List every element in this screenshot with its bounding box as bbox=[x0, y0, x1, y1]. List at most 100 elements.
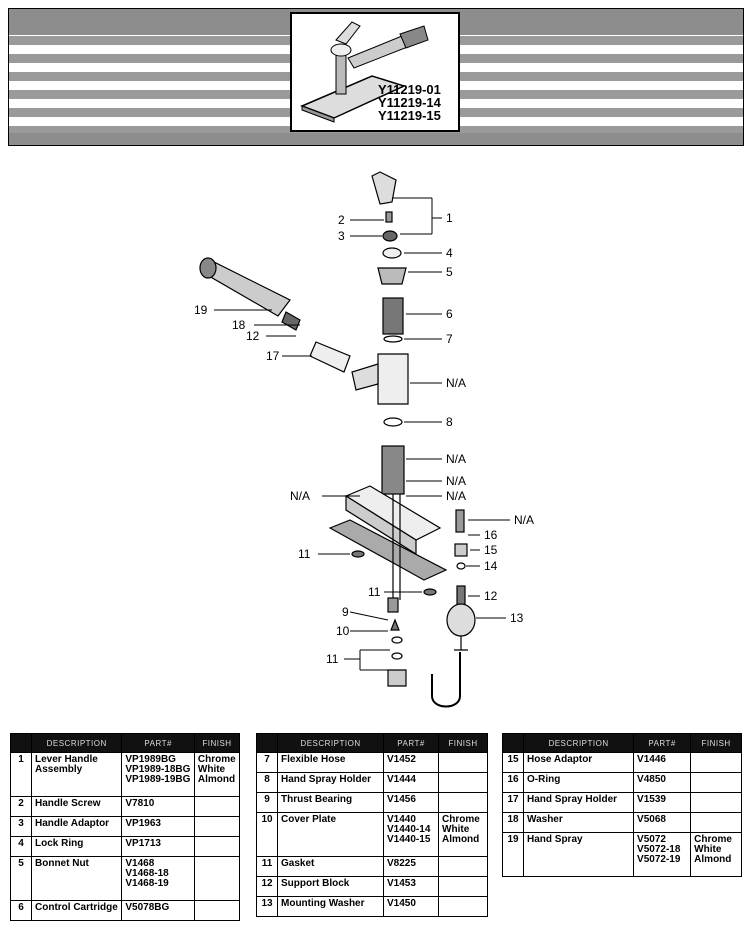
item-description-line: Support Block bbox=[281, 878, 350, 889]
item-part-number: V1539 bbox=[633, 792, 692, 813]
cartridge-part bbox=[382, 297, 404, 335]
callout-19: 19 bbox=[194, 303, 208, 317]
item-part-number-line: V1539 bbox=[637, 794, 666, 805]
item-description: Handle Adaptor bbox=[30, 816, 123, 837]
callout-10: 10 bbox=[336, 624, 350, 638]
item-number: 9 bbox=[256, 792, 278, 813]
item-finish bbox=[438, 752, 488, 773]
item-part-number: V8225 bbox=[383, 856, 440, 877]
callout-na-4: N/A bbox=[446, 489, 466, 503]
callout-9: 9 bbox=[342, 605, 349, 619]
item-number: 12 bbox=[256, 876, 278, 897]
callout-na-2: N/A bbox=[446, 452, 466, 466]
item-part-number-line: V1450 bbox=[387, 898, 416, 909]
item-description: Bonnet Nut bbox=[30, 856, 123, 901]
handle-screw-part bbox=[385, 211, 393, 223]
header-part: PART# bbox=[633, 733, 692, 753]
item-part-number-line: V8225 bbox=[387, 858, 416, 869]
header-num bbox=[256, 733, 278, 753]
item-number: 2 bbox=[10, 796, 32, 817]
item-description: Flexible Hose bbox=[276, 752, 385, 773]
header-num bbox=[10, 733, 32, 753]
item-description-line: Cover Plate bbox=[281, 814, 337, 825]
item-part-number: V1444 bbox=[383, 772, 440, 793]
lower-body-part bbox=[381, 445, 405, 495]
item-part-number-line: V1468-18 bbox=[125, 868, 169, 879]
item-description-line: Mounting Washer bbox=[281, 898, 365, 909]
header-finish: FINISH bbox=[438, 733, 488, 753]
item-part-number-line: V1440-14 bbox=[387, 824, 431, 835]
item-part-number: VP1963 bbox=[121, 816, 195, 837]
callout-12-left: 12 bbox=[246, 329, 260, 343]
header-part: PART# bbox=[121, 733, 195, 753]
item-part-number: V1450 bbox=[383, 896, 440, 917]
item-description-line: Lock Ring bbox=[35, 838, 84, 849]
item-description: Hose Adaptor bbox=[522, 752, 635, 773]
item-finish bbox=[193, 856, 241, 901]
item-finish bbox=[438, 856, 488, 877]
header-description: DESCRIPTION bbox=[30, 733, 123, 753]
item-part-number-line: VP1989-19BG bbox=[125, 774, 191, 785]
item-finish bbox=[438, 772, 488, 793]
item-description-line: Handle Screw bbox=[35, 798, 101, 809]
item-description-line: Hose Adaptor bbox=[527, 754, 593, 765]
item-finish-line: Chrome bbox=[442, 814, 480, 825]
item-part-number: V1452 bbox=[383, 752, 440, 773]
item-description-line: Bonnet Nut bbox=[35, 858, 89, 869]
item-part-number-line: V1456 bbox=[387, 794, 416, 805]
item-description-line: Handle Adaptor bbox=[35, 818, 110, 829]
item-finish-line: Almond bbox=[442, 834, 480, 845]
faucet-product-icon bbox=[299, 21, 429, 123]
tube-part bbox=[309, 341, 351, 373]
item-number: 15 bbox=[502, 752, 524, 773]
item-description-line: Control Cartridge bbox=[35, 902, 118, 913]
callout-11-a: 11 bbox=[298, 547, 311, 561]
item-finish-line: White bbox=[694, 844, 722, 855]
item-number: 6 bbox=[10, 900, 32, 921]
model-number-3: Y11219-15 bbox=[378, 108, 441, 123]
header-finish: FINISH bbox=[193, 733, 241, 753]
item-description-line: Thrust Bearing bbox=[281, 794, 353, 805]
item-number: 4 bbox=[10, 836, 32, 857]
item-finish bbox=[690, 772, 742, 793]
item-description: Hand Spray Holder bbox=[276, 772, 385, 793]
callout-15: 15 bbox=[484, 543, 498, 557]
item-part-number-line: V1440-15 bbox=[387, 834, 431, 845]
exploded-parts-diagram: 1 2 3 4 5 6 7 N/A 8 N/A N/A N/A N/A N/A … bbox=[194, 171, 534, 708]
callout-11-c: 11 bbox=[326, 652, 339, 666]
item-description-line: Hand Spray bbox=[527, 834, 583, 845]
item-description: Control Cartridge bbox=[30, 900, 123, 921]
item-description: Gasket bbox=[276, 856, 385, 877]
o-ring-part bbox=[383, 335, 403, 343]
item-part-number-line: V1468-19 bbox=[125, 878, 169, 889]
callout-na-5: N/A bbox=[290, 489, 310, 503]
callout-14: 14 bbox=[484, 559, 498, 573]
item-number: 7 bbox=[256, 752, 278, 773]
item-description-line: Hand Spray Holder bbox=[281, 774, 372, 785]
item-description: Thrust Bearing bbox=[276, 792, 385, 813]
item-description: Washer bbox=[522, 812, 635, 833]
item-part-number-line: V5072-19 bbox=[637, 854, 681, 865]
item-finish bbox=[193, 836, 241, 857]
item-part-number: VP1713 bbox=[121, 836, 195, 857]
callout-6: 6 bbox=[446, 307, 453, 321]
header-finish: FINISH bbox=[690, 733, 742, 753]
callout-1: 1 bbox=[446, 211, 453, 225]
item-finish bbox=[690, 812, 742, 833]
item-finish bbox=[438, 792, 488, 813]
gasket-ring-part bbox=[383, 417, 403, 427]
